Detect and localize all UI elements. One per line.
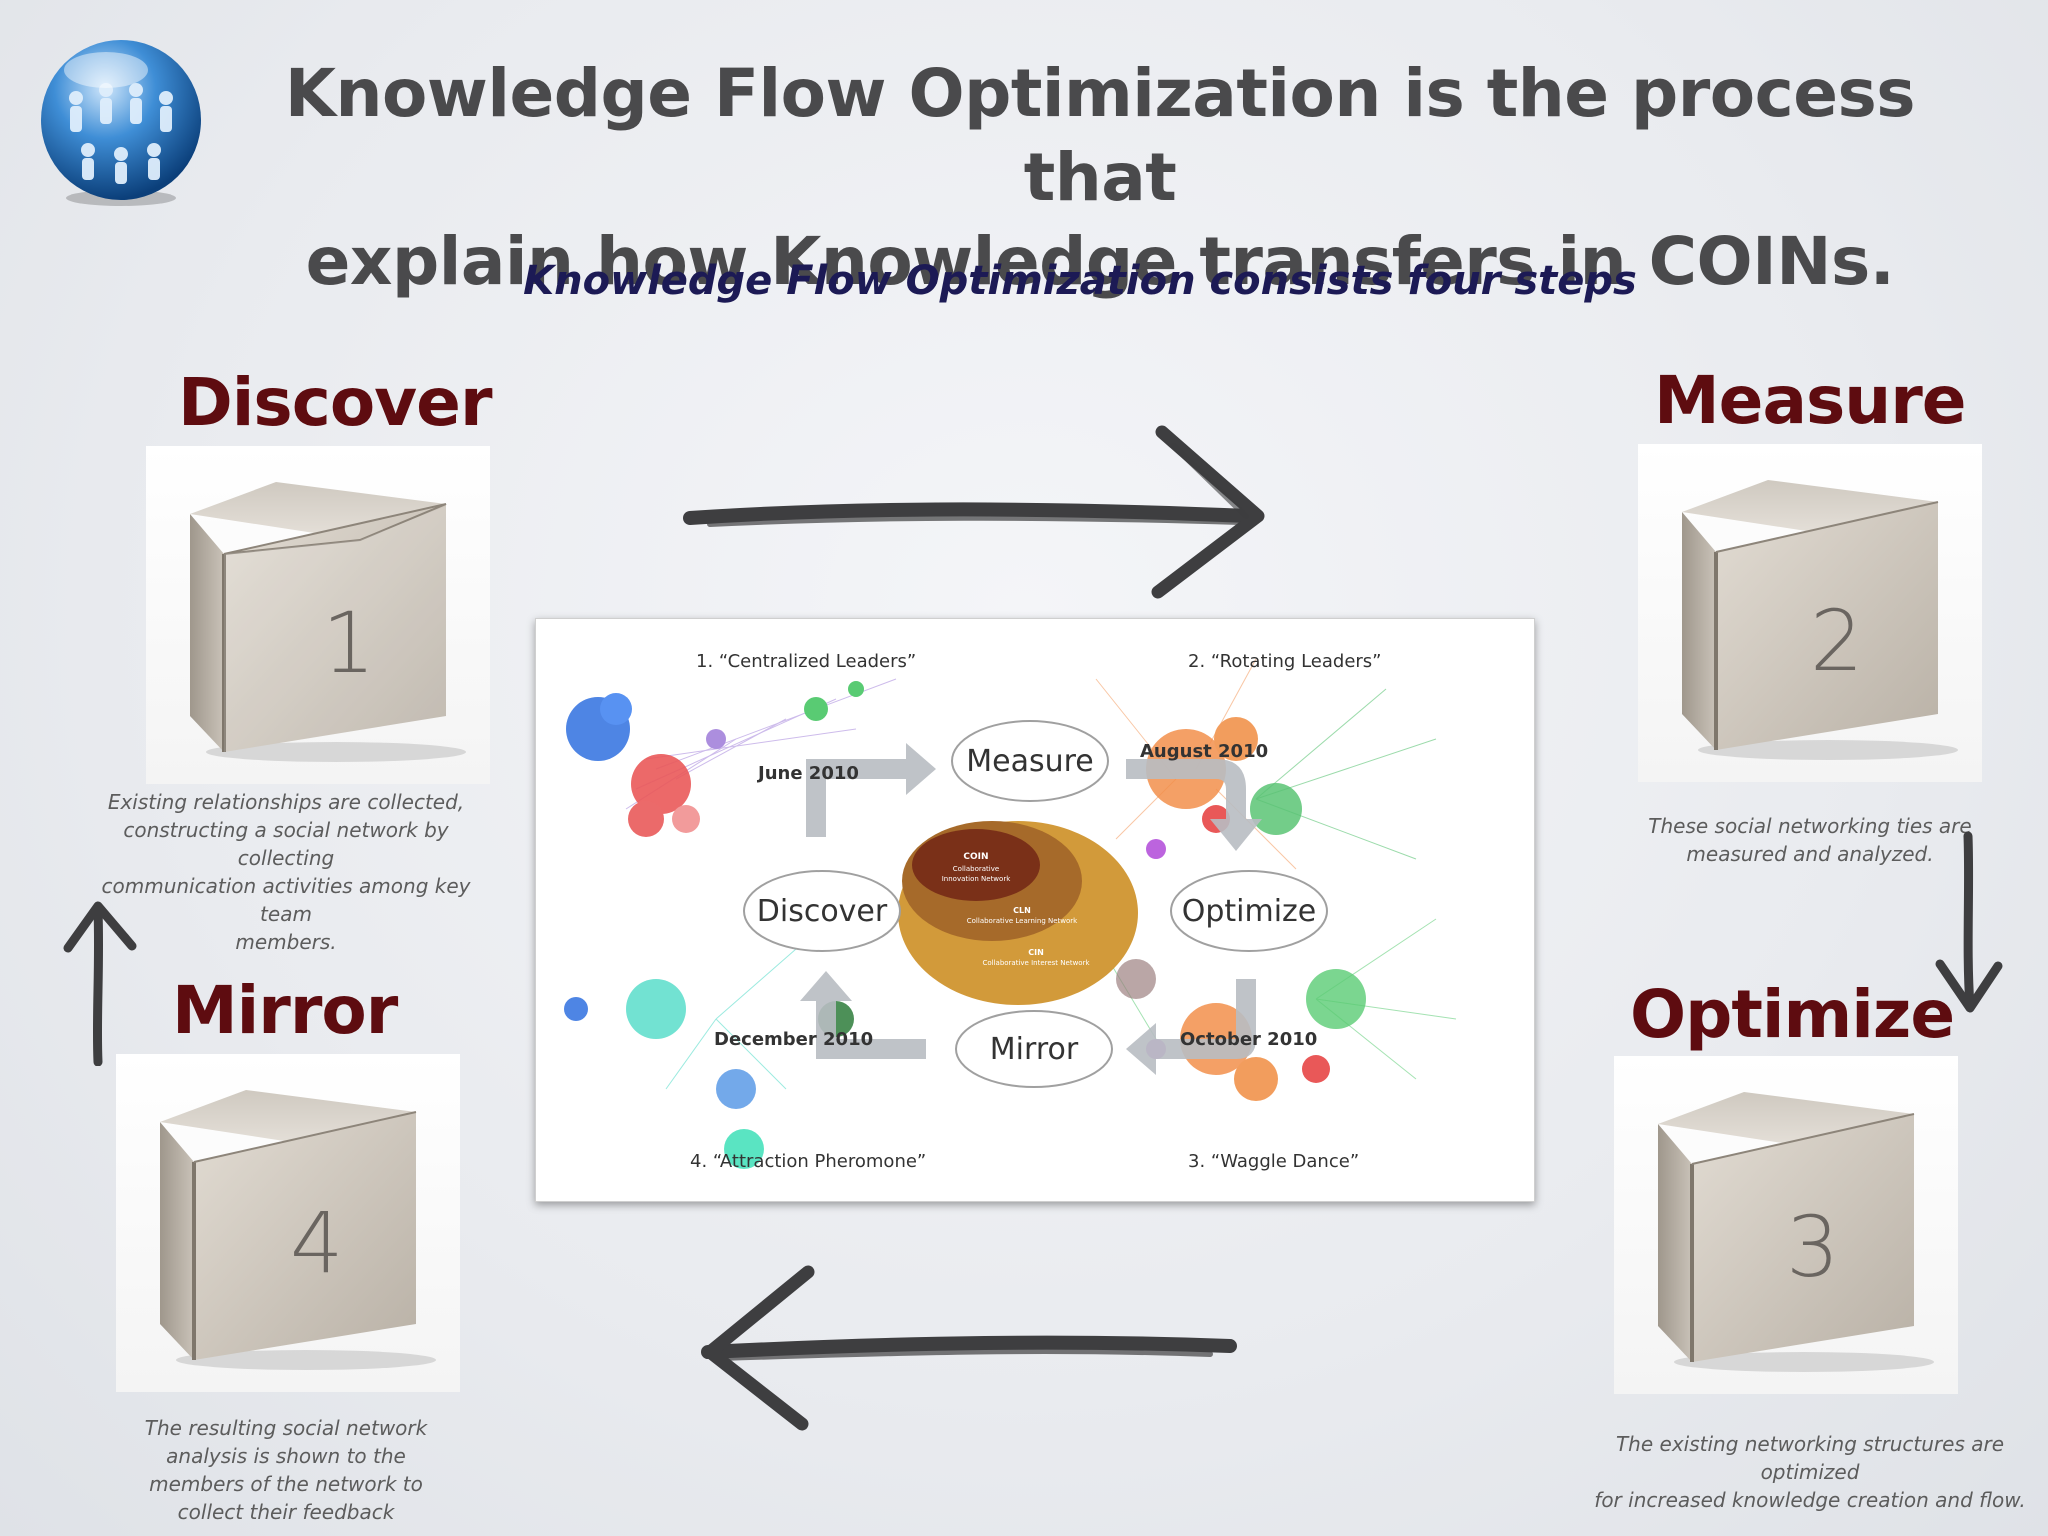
cube-number-3: 3 (1786, 1198, 1840, 1296)
date-october: October 2010 (1180, 1029, 1317, 1050)
quadrant-3-label: 3. “Waggle Dance” (1188, 1151, 1359, 1172)
svg-text:Collaborative Interest Network: Collaborative Interest Network (982, 959, 1090, 967)
cube-2-icon (1682, 480, 1958, 760)
cube-discover (146, 446, 490, 784)
cycle-optimize-label: Optimize (1182, 894, 1317, 929)
knowledge-flow-diagram: COIN Collaborative Innovation Network CL… (535, 618, 1535, 1202)
quadrant-1-label: 1. “Centralized Leaders” (696, 651, 916, 672)
desc-mirror: The resulting social network analysis is… (144, 1416, 428, 1524)
step-title-mirror: Mirror (172, 972, 398, 1049)
cube-3-icon (1658, 1092, 1934, 1372)
cube-mirror (116, 1054, 460, 1392)
cube-1-icon (190, 482, 466, 762)
ring-coin-label: COIN (963, 852, 988, 862)
desc-measure: These social networking ties are measure… (1648, 814, 1972, 866)
svg-text:Collaborative Learning Network: Collaborative Learning Network (967, 917, 1078, 925)
cube-optimize (1614, 1056, 1958, 1394)
quadrant-4-label: 4. “Attraction Pheromone” (690, 1151, 926, 1172)
slide-title: Knowledge Flow Optimization is the proce… (250, 52, 1950, 304)
date-august: August 2010 (1140, 741, 1268, 762)
title-line-1: Knowledge Flow Optimization is the proce… (284, 55, 1916, 216)
network-cycle-diagram: COIN Collaborative Innovation Network CL… (564, 651, 1457, 1172)
date-december: December 2010 (714, 1029, 873, 1050)
cycle-discover-label: Discover (757, 894, 888, 929)
date-june: June 2010 (756, 763, 859, 784)
cycle-mirror-label: Mirror (990, 1032, 1079, 1067)
step-title-optimize: Optimize (1630, 976, 1955, 1053)
logo-globe (36, 38, 206, 208)
ring-cin-label: CIN (1028, 948, 1044, 957)
ring-cln-label: CLN (1013, 906, 1031, 915)
cube-4-icon (160, 1090, 436, 1370)
svg-text:Collaborative: Collaborative (953, 865, 999, 873)
svg-text:Innovation Network: Innovation Network (942, 875, 1011, 883)
cube-measure (1638, 444, 1982, 782)
step-title-measure: Measure (1654, 362, 1967, 439)
arrow-down-icon (1935, 831, 2003, 1013)
arrow-left-icon (701, 1265, 1237, 1431)
cycle-measure-label: Measure (966, 744, 1094, 779)
desc-discover: Existing relationships are collected, co… (101, 790, 471, 954)
cube-number-2: 2 (1810, 592, 1864, 690)
cube-number-1: 1 (322, 594, 376, 692)
step-title-discover: Discover (178, 364, 492, 441)
quadrant-2-label: 2. “Rotating Leaders” (1188, 651, 1382, 672)
title-line-2: explain how Knowledge transfers in COINs… (305, 223, 1895, 300)
arrow-right-icon (683, 425, 1265, 599)
cube-number-4: 4 (290, 1194, 344, 1292)
people-globe-icon (41, 40, 201, 206)
desc-optimize: The existing networking structures are o… (1594, 1432, 2026, 1512)
slide-subtitle: Knowledge Flow Optimization consists fou… (523, 258, 1637, 304)
arrow-up-icon (63, 901, 137, 1066)
